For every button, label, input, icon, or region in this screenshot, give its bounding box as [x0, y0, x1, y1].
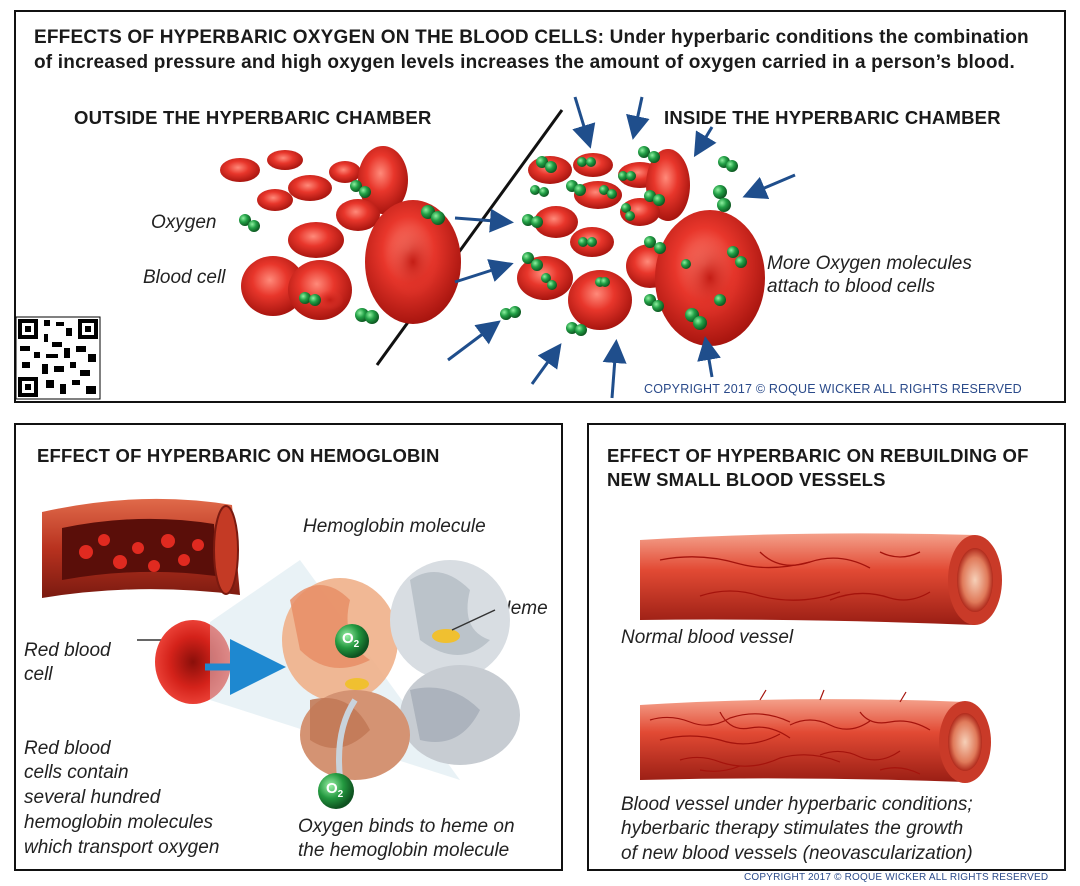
more-oxygen-label-line2: attach to blood cells: [767, 276, 935, 297]
pressure-arrows: [447, 96, 796, 399]
o2-molecule-bound: [335, 624, 369, 658]
hemoglobin-molecule-label: Hemoglobin molecule: [303, 516, 486, 537]
o2-molecule-free: [318, 773, 354, 809]
hyper-vessel-line3: of new blood vessels (neovascularization…: [621, 843, 973, 864]
rbc-desc-line4: hemoglobin molecules: [24, 812, 214, 833]
top-copyright: COPYRIGHT 2017 © ROQUE WICKER ALL RIGHTS…: [644, 382, 1022, 396]
binds-label-line1: Oxygen binds to heme on: [298, 816, 515, 837]
cut-vessel: [42, 498, 240, 598]
top-panel: [14, 10, 1066, 403]
rbc-desc-line3: several hundred: [24, 787, 161, 808]
rbc-label-line1: Red blood: [24, 640, 111, 661]
outside-cells: [220, 146, 461, 324]
o2-free-symbol: O: [326, 780, 338, 797]
o2-bound-sub: 2: [353, 639, 360, 650]
o2-bound-symbol: O: [342, 630, 354, 647]
hyper-vessel-line2: hyberbaric therapy stimulates the growth: [621, 818, 964, 839]
vessels-title-line2: NEW SMALL BLOOD VESSELS: [607, 469, 886, 490]
top-title-line2: of increased pressure and high oxygen le…: [34, 52, 1015, 73]
rbc-desc-line2: cells contain: [24, 762, 129, 783]
binds-label-line2: the hemoglobin molecule: [298, 840, 510, 861]
hyper-vessel-line1: Blood vessel under hyperbaric conditions…: [621, 794, 973, 815]
o2-free-sub: 2: [337, 789, 344, 800]
inside-heading: INSIDE THE HYPERBARIC CHAMBER: [664, 107, 1001, 128]
outside-oxygen: [239, 180, 445, 324]
top-title-line1: EFFECTS OF HYPERBARIC OXYGEN ON THE BLOO…: [34, 27, 1029, 48]
more-oxygen-label-line1: More Oxygen molecules: [767, 253, 972, 274]
hemoglobin-molecule: [282, 560, 520, 780]
rbc-desc-line5: which transport oxygen: [24, 837, 220, 858]
hyperbaric-vessel: [640, 689, 991, 783]
inside-oxygen: [500, 146, 747, 336]
red-blood-cell: [155, 620, 231, 704]
o2-bound-text: O2: [342, 630, 359, 650]
vessels-panel: [587, 423, 1066, 871]
rbc-label-line2: cell: [24, 664, 53, 685]
binding-arrow: [336, 698, 358, 779]
heme-pointer-line: [451, 609, 496, 631]
vessels-title-line1: EFFECT OF HYPERBARIC ON REBUILDING OF: [607, 445, 1029, 466]
o2-free-text: O2: [326, 780, 343, 800]
footer-copyright: COPYRIGHT 2017 © ROQUE WICKER ALL RIGHTS…: [744, 872, 1049, 883]
blood-cell-label: Blood cell: [143, 267, 226, 288]
hemoglobin-title: EFFECT OF HYPERBARIC ON HEMOGLOBIN: [37, 445, 440, 466]
outside-heading: OUTSIDE THE HYPERBARIC CHAMBER: [74, 107, 432, 128]
qr-code: [15, 316, 101, 400]
rbc-desc-line1: Red blood: [24, 738, 111, 759]
inside-cells: [517, 149, 765, 346]
oxygen-label: Oxygen: [151, 212, 217, 233]
normal-vessel: [640, 533, 1002, 625]
normal-vessel-label: Normal blood vessel: [621, 627, 794, 648]
